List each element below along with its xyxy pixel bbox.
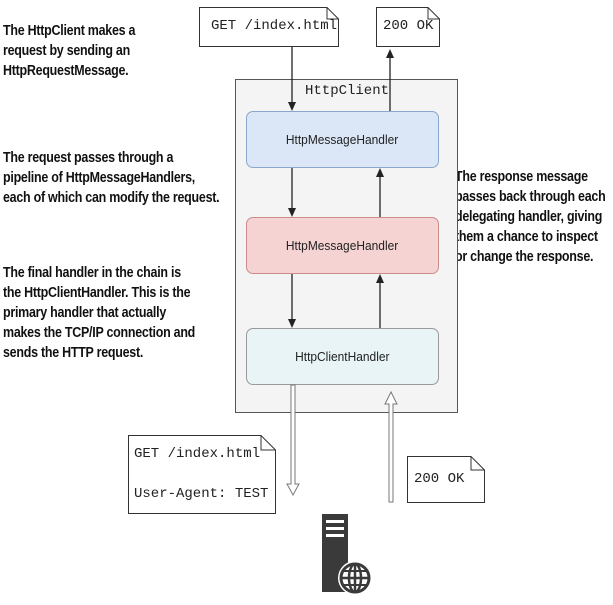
request-line: GET /index.html	[134, 446, 261, 462]
handler-label: HttpMessageHandler	[286, 238, 399, 253]
server-globe-icon	[322, 514, 372, 595]
httpclient-label: HttpClient	[303, 83, 392, 99]
annotation-client-sends-request: The HttpClient makes a request by sendin…	[3, 21, 135, 81]
client-handler: HttpClientHandler	[246, 328, 439, 385]
annotation-line: The HttpClient makes a	[3, 23, 136, 39]
document-shape	[407, 456, 485, 503]
network-request-arrow	[286, 384, 300, 497]
response-message-doc: 200 OK	[376, 7, 440, 47]
annotation-line: them a chance to inspect	[455, 229, 598, 245]
response-arrow-handler2-to-handler1	[376, 168, 384, 217]
wire-request-doc: GET /index.html User-Agent: TEST	[128, 435, 276, 514]
handler-label: HttpClientHandler	[295, 349, 390, 364]
annotation-line: HttpRequestMessage.	[3, 63, 129, 79]
wire-response-doc: 200 OK	[407, 456, 485, 503]
annotation-line: The final handler in the chain is	[3, 265, 181, 281]
annotation-line: each of which can modify the request.	[3, 190, 220, 206]
response-arrow-out-of-client	[386, 49, 394, 111]
annotation-line: delegating handler, giving	[455, 209, 603, 225]
annotation-line: or change the response.	[455, 249, 594, 265]
annotation-line: makes the TCP/IP connection and	[3, 325, 196, 341]
request-arrow-into-client	[288, 47, 296, 111]
message-handler-1: HttpMessageHandler	[246, 111, 439, 168]
request-arrow-handler2-to-clienthandler	[288, 274, 296, 328]
document-shape	[199, 7, 339, 47]
response-status: 200 OK	[414, 471, 465, 487]
annotation-line: request by sending an	[3, 43, 130, 59]
server-globe-icon	[318, 510, 374, 605]
annotation-line: The response message	[455, 169, 588, 185]
request-line: GET /index.html	[211, 18, 338, 34]
response-arrow-clienthandler-to-handler2	[376, 274, 384, 328]
annotation-final-handler: The final handler in the chain is the Ht…	[3, 263, 195, 363]
annotation-line: passes back through each	[455, 189, 606, 205]
document-shape	[376, 7, 440, 47]
document-shape	[128, 435, 276, 514]
response-status: 200 OK	[383, 18, 434, 34]
handler-label: HttpMessageHandler	[286, 132, 399, 147]
request-message-doc: GET /index.html	[199, 7, 339, 47]
request-arrow-handler1-to-handler2	[288, 168, 296, 217]
annotation-response-back: The response message passes back through…	[455, 167, 606, 267]
annotation-line: The request passes through a	[3, 150, 174, 166]
annotation-pipeline: The request passes through a pipeline of…	[3, 148, 220, 208]
annotation-line: the HttpClientHandler. This is the	[3, 285, 191, 301]
annotation-line: primary handler that actually	[3, 305, 166, 321]
annotation-line: pipeline of HttpMessageHandlers,	[3, 170, 195, 186]
user-agent-header: User-Agent: TEST	[134, 486, 269, 502]
network-response-arrow	[384, 390, 398, 503]
annotation-line: sends the HTTP request.	[3, 345, 144, 361]
message-handler-2: HttpMessageHandler	[246, 217, 439, 274]
